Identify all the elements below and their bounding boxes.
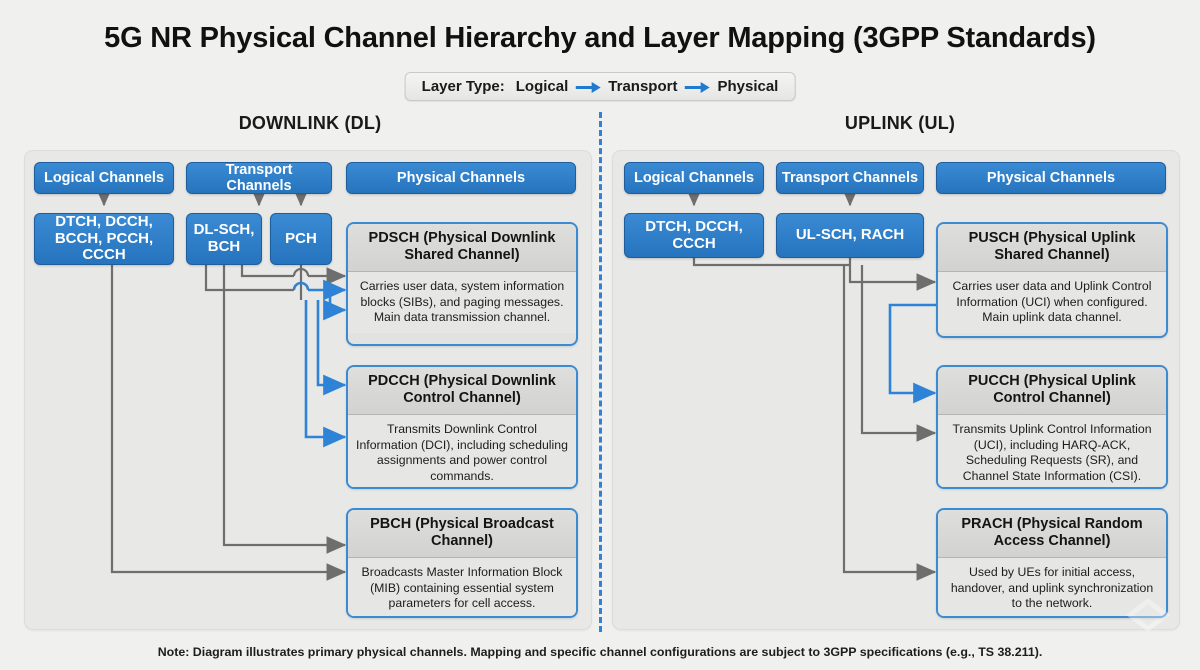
- legend-logical: Logical: [515, 78, 569, 95]
- card-description: Broadcasts Master Information Block (MIB…: [348, 558, 576, 616]
- ul-physical-channel-pucch: PUCCH (Physical Uplink Control Channel) …: [936, 365, 1168, 489]
- uplink-section-title: UPLINK (UL): [844, 113, 956, 133]
- dl-transport-channel-1: PCH: [270, 213, 332, 265]
- card-description: Carries user data, system information bl…: [348, 272, 576, 333]
- card-title: PDSCH (Physical Downlink Shared Channel): [348, 224, 576, 273]
- arrow-right-icon: [575, 81, 601, 94]
- legend-label: Layer Type:: [421, 78, 505, 95]
- footer-note: Note: Diagram illustrates primary physic…: [157, 645, 1043, 659]
- legend: Layer Type: Logical Transport Physical: [404, 72, 796, 101]
- ul-transport-channel-0: UL-SCH, RACH: [776, 213, 924, 258]
- dl-logical-channels: DTCH, DCCH, BCCH, PCCH, CCCH: [34, 213, 174, 265]
- dl-physical-channel-pdsch: PDSCH (Physical Downlink Shared Channel)…: [346, 222, 578, 346]
- ul-header-transport: Transport Channels: [776, 162, 924, 194]
- card-description: Used by UEs for initial access, handover…: [938, 558, 1166, 616]
- section-divider: [599, 112, 602, 632]
- arrow-right-icon: [684, 81, 710, 94]
- dl-physical-channel-pdcch: PDCCH (Physical Downlink Control Channel…: [346, 365, 578, 489]
- card-description: Transmits Uplink Control Information (UC…: [938, 415, 1166, 487]
- card-title: PUSCH (Physical Uplink Shared Channel): [938, 224, 1166, 273]
- dl-header-logical: Logical Channels: [34, 162, 174, 194]
- ul-physical-channel-prach: PRACH (Physical Random Access Channel) U…: [936, 508, 1168, 618]
- dl-physical-channel-pbch: PBCH (Physical Broadcast Channel) Broadc…: [346, 508, 578, 618]
- legend-transport: Transport: [608, 78, 678, 95]
- ul-header-logical: Logical Channels: [624, 162, 764, 194]
- downlink-section-title: DOWNLINK (DL): [238, 113, 382, 133]
- dl-header-transport: Transport Channels: [186, 162, 332, 194]
- card-title: PBCH (Physical Broadcast Channel): [348, 510, 576, 559]
- ul-logical-channels: DTCH, DCCH, CCCH: [624, 213, 764, 258]
- card-description: Transmits Downlink Control Information (…: [348, 415, 576, 487]
- dl-transport-channel-0: DL-SCH, BCH: [186, 213, 262, 265]
- dl-header-physical: Physical Channels: [346, 162, 576, 194]
- card-title: PUCCH (Physical Uplink Control Channel): [938, 367, 1166, 416]
- ul-header-physical: Physical Channels: [936, 162, 1166, 194]
- card-title: PRACH (Physical Random Access Channel): [938, 510, 1166, 559]
- legend-physical: Physical: [717, 78, 779, 95]
- ul-physical-channel-pusch: PUSCH (Physical Uplink Shared Channel) C…: [936, 222, 1168, 338]
- card-description: Carries user data and Uplink Control Inf…: [938, 272, 1166, 333]
- page-title: 5G NR Physical Channel Hierarchy and Lay…: [104, 22, 1096, 54]
- card-title: PDCCH (Physical Downlink Control Channel…: [348, 367, 576, 416]
